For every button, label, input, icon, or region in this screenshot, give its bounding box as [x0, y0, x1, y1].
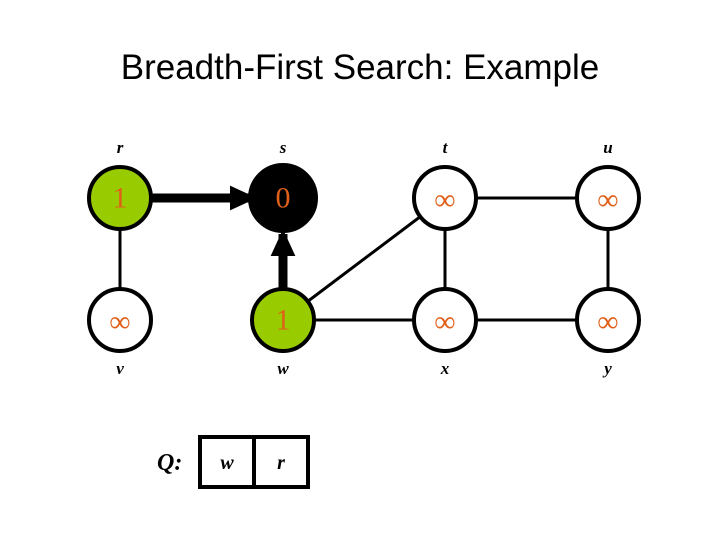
- node-label-u: u: [603, 138, 612, 157]
- graph-node-u[interactable]: ∞ u: [575, 138, 641, 231]
- graph-node-s[interactable]: 0 s: [248, 138, 318, 233]
- graph-edges: [118, 196, 610, 322]
- node-value-y: ∞: [597, 306, 618, 339]
- node-label-w: w: [277, 359, 289, 378]
- edge-w-t: [282, 196, 446, 322]
- node-label-r: r: [117, 138, 124, 157]
- node-value-w: 1: [276, 304, 291, 337]
- graph-node-x[interactable]: ∞ x: [412, 287, 478, 378]
- node-circle-x: [412, 287, 478, 353]
- graph-node-y[interactable]: ∞ y: [575, 287, 641, 378]
- node-circle-w: [250, 287, 316, 353]
- queue-cell-0[interactable]: w: [198, 435, 256, 489]
- node-circle-u: [575, 165, 641, 231]
- node-value-s: 0: [276, 182, 291, 215]
- node-value-x: ∞: [434, 306, 455, 339]
- bfs-tree-edges: [151, 185, 296, 289]
- node-value-v: ∞: [109, 306, 130, 339]
- queue-cell-1[interactable]: r: [252, 435, 310, 489]
- node-label-s: s: [279, 138, 287, 157]
- node-circle-r: [87, 165, 153, 231]
- graph-node-v[interactable]: ∞ v: [87, 287, 153, 378]
- node-circle-t: [412, 165, 478, 231]
- queue-cell-text: w: [220, 452, 234, 474]
- graph-nodes: 1 r 0 s ∞ t ∞ u: [87, 138, 641, 378]
- graph-node-t[interactable]: ∞ t: [412, 138, 478, 231]
- queue-label: Q:: [157, 450, 182, 476]
- graph-node-w[interactable]: 1 w: [250, 287, 316, 378]
- node-circle-v: [87, 287, 153, 353]
- graph-node-r[interactable]: 1 r: [87, 138, 153, 231]
- queue-cell-box: [198, 435, 256, 489]
- node-value-t: ∞: [434, 184, 455, 217]
- node-label-v: v: [116, 359, 124, 378]
- node-label-t: t: [443, 138, 449, 157]
- node-label-x: x: [440, 359, 450, 378]
- node-label-y: y: [602, 359, 612, 378]
- node-circle-s: [248, 163, 318, 233]
- node-value-r: 1: [113, 182, 128, 215]
- page-title: Breadth-First Search: Example: [120, 48, 600, 87]
- queue-cell-text: r: [277, 452, 285, 474]
- queue-widget: Q: w r: [157, 435, 310, 489]
- node-circle-y: [575, 287, 641, 353]
- node-value-u: ∞: [597, 184, 618, 217]
- queue-cell-box: [252, 435, 310, 489]
